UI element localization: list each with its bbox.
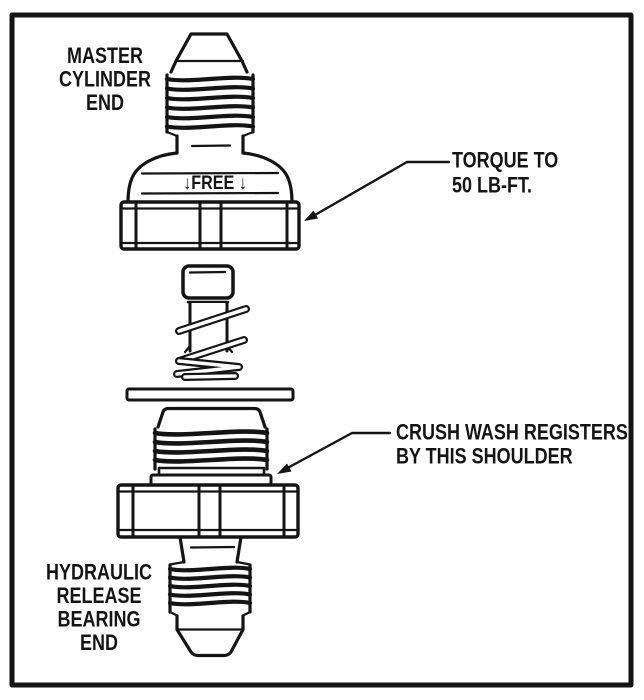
thread-neck-step xyxy=(165,130,255,138)
body-shoulder-right xyxy=(241,151,294,204)
flare-cone-top xyxy=(169,32,249,74)
cap-body xyxy=(181,264,235,300)
nut-body xyxy=(116,483,300,539)
label-line: BEARING xyxy=(58,608,141,632)
leader-line xyxy=(306,160,451,221)
hex-nut-bottom xyxy=(116,483,300,539)
thread-ridge xyxy=(164,75,256,83)
thread-ridge xyxy=(152,456,270,464)
body-band-line-lower xyxy=(140,191,280,195)
neck-top xyxy=(175,134,245,155)
thread-ridge xyxy=(164,113,256,121)
neck-detail-line xyxy=(190,144,232,148)
neck-detail-line xyxy=(189,545,236,549)
torque-leader xyxy=(304,160,451,221)
body-shoulder-left xyxy=(126,151,179,204)
spring-coil xyxy=(175,359,241,376)
label-crush-note: CRUSH WASH REGISTERS BY THIS SHOULDER xyxy=(396,421,628,469)
thread-ridge xyxy=(164,123,256,130)
label-hydraulic-release-bearing-end: HYDRAULIC RELEASE BEARING END xyxy=(46,561,152,656)
label-line: 50 LB-FT. xyxy=(452,174,532,198)
flare-cone-bottom xyxy=(175,614,245,658)
label-torque-note: TORQUE TO 50 LB-FT. xyxy=(452,149,558,198)
spring-coil xyxy=(177,307,248,333)
label-line: RELEASE xyxy=(57,584,142,608)
nut-facet-lines xyxy=(131,484,286,538)
crush-leader xyxy=(277,431,392,474)
thread-ridge xyxy=(167,591,253,598)
thread-ridge xyxy=(152,438,270,446)
master-cylinder-fitting: ↓FREE ↓ xyxy=(119,32,301,251)
hydraulic-fitting xyxy=(116,406,300,658)
label-line: END xyxy=(80,631,118,655)
spring xyxy=(173,305,250,381)
label-line: END xyxy=(86,91,124,115)
nut-body xyxy=(119,200,301,251)
label-line: BY THIS SHOULDER xyxy=(396,445,573,469)
cone-shank-sides xyxy=(175,614,245,631)
neck-sides xyxy=(178,535,243,564)
thread-ridge xyxy=(164,85,256,92)
label-line: TORQUE TO xyxy=(452,149,558,173)
label-line: CYLINDER xyxy=(59,68,151,92)
free-marking: ↓FREE ↓ xyxy=(183,172,247,194)
thread-ridge xyxy=(164,94,256,102)
poppet-valve xyxy=(173,264,250,381)
spring-foot xyxy=(183,374,237,379)
thread-ridge xyxy=(167,599,253,607)
neck-sides xyxy=(175,134,245,155)
neck-bottom xyxy=(168,535,252,566)
label-line: CRUSH WASH REGISTERS xyxy=(396,421,628,445)
nut-chamfer-lines xyxy=(116,490,300,532)
nut-facet-lines xyxy=(134,201,289,250)
body-band-line-upper xyxy=(140,171,280,175)
thread-section-top xyxy=(164,73,256,138)
neck-thread-step xyxy=(168,560,252,566)
crush-washer xyxy=(125,387,295,402)
poppet-cap xyxy=(181,264,235,304)
flare-cone-outline xyxy=(169,32,249,74)
leader-line xyxy=(280,431,392,473)
label-line: HYDRAULIC xyxy=(46,561,152,585)
thread-section-upper xyxy=(152,427,270,471)
cone-outline xyxy=(175,627,245,658)
collar xyxy=(156,406,267,429)
thread-ridge xyxy=(152,429,270,437)
tube-nut-top xyxy=(119,200,301,251)
spring-coil xyxy=(177,338,246,363)
label-line: MASTER xyxy=(67,44,143,68)
arrowhead-icon xyxy=(304,210,318,221)
nut-chamfer-lines xyxy=(119,207,301,245)
arrowhead-icon xyxy=(277,463,292,474)
thread-ridge xyxy=(152,447,270,455)
label-master-cylinder-end: MASTER CYLINDER END xyxy=(59,44,151,115)
cap-detail-line xyxy=(188,270,227,274)
thread-ridge xyxy=(167,582,253,590)
thread-ridge xyxy=(164,104,256,111)
thread-ridge xyxy=(167,565,253,573)
thread-ridge xyxy=(167,574,253,581)
swivel-body: ↓FREE ↓ xyxy=(126,151,294,204)
diagram-frame xyxy=(9,12,634,688)
